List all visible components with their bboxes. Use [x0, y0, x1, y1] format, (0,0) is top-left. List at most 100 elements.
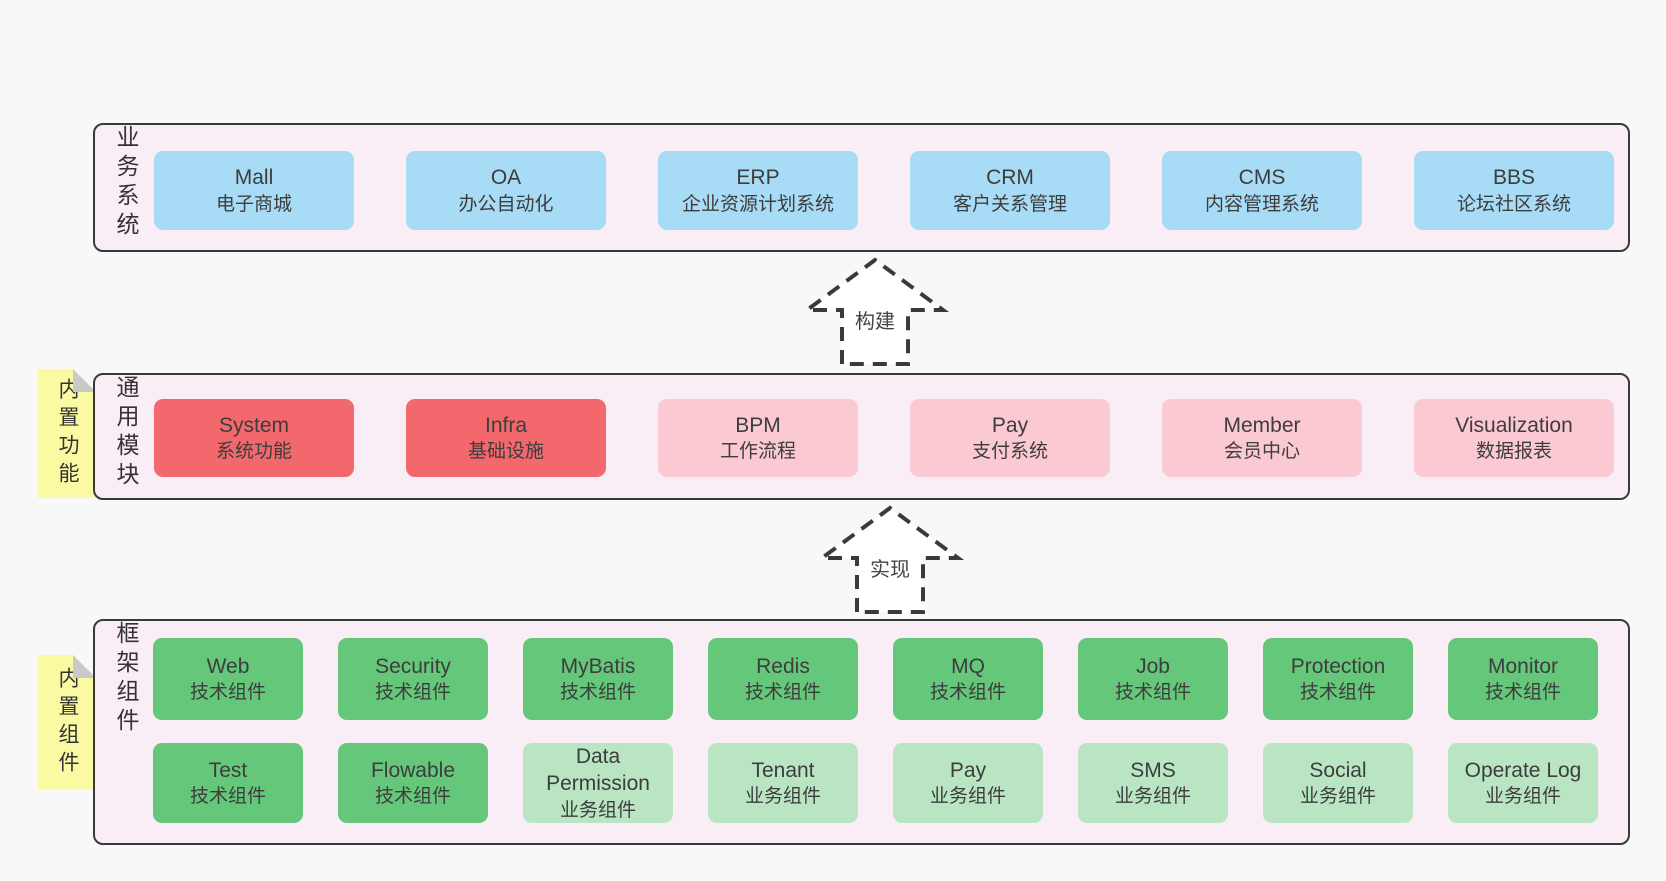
box-title: Job — [1136, 654, 1170, 678]
sticky-tab-label: 内置组件 — [56, 666, 79, 779]
box-subtitle: 业务组件 — [929, 786, 1006, 808]
box-title: Member — [1223, 413, 1301, 437]
sticky-tab-built-in-components: 内置组件 — [38, 655, 96, 790]
box-mq: MQ 技术组件 — [893, 638, 1043, 720]
box-title: Tenant — [751, 758, 815, 782]
box-title: SMS — [1130, 758, 1176, 782]
box-crm: CRM 客户关系管理 — [910, 151, 1110, 230]
layer-side-label: 通用模块 — [113, 375, 139, 491]
box-infra: Infra 基础设施 — [406, 399, 606, 477]
box-title: Protection — [1290, 654, 1386, 678]
box-title: ERP — [736, 166, 780, 190]
box-subtitle: 技术组件 — [744, 682, 821, 704]
box-subtitle: 系统功能 — [215, 441, 292, 463]
layer-framework-components: 框架组件 Web 技术组件 Security 技术组件 MyBatis 技术组件… — [93, 619, 1630, 845]
box-title: System — [218, 413, 289, 437]
box-subtitle: 技术组件 — [189, 786, 266, 808]
box-visualization: Visualization 数据报表 — [1414, 399, 1614, 477]
sticky-tab-built-in-features: 内置功能 — [38, 369, 96, 498]
components-box-row-2: Test 技术组件 Flowable 技术组件 Data Permission … — [153, 743, 1598, 823]
modules-box-row: System 系统功能 Infra 基础设施 BPM 工作流程 Pay 支付系统… — [154, 399, 1614, 477]
box-web: Web 技术组件 — [153, 638, 303, 720]
build-arrow: 构建 — [800, 252, 950, 370]
box-subtitle: 论坛社区系统 — [1456, 193, 1571, 215]
box-title: MyBatis — [560, 654, 636, 678]
box-title: Operate Log — [1464, 758, 1582, 782]
implement-arrow-label: 实现 — [867, 552, 913, 583]
box-title: Data Permission — [546, 744, 650, 796]
box-subtitle: 业务组件 — [744, 786, 821, 808]
box-title: Monitor — [1487, 654, 1559, 678]
box-subtitle: 技术组件 — [1299, 682, 1376, 704]
box-bpm: BPM 工作流程 — [658, 399, 858, 477]
box-security: Security 技术组件 — [338, 638, 488, 720]
box-subtitle: 企业资源计划系统 — [681, 193, 834, 215]
box-subtitle: 技术组件 — [374, 682, 451, 704]
layer-side-label: 业务系统 — [113, 125, 139, 241]
box-subtitle: 技术组件 — [189, 682, 266, 704]
box-subtitle: 技术组件 — [1114, 682, 1191, 704]
box-title: MQ — [951, 654, 985, 678]
box-subtitle: 客户关系管理 — [952, 193, 1067, 215]
layer-business-systems: 业务系统 Mall 电子商城 OA 办公自动化 ERP 企业资源计划系统 CRM… — [93, 123, 1630, 252]
components-box-row-1: Web 技术组件 Security 技术组件 MyBatis 技术组件 Redi… — [153, 638, 1598, 720]
box-title: BBS — [1492, 166, 1536, 190]
box-operate-log: Operate Log 业务组件 — [1448, 743, 1598, 823]
box-subtitle: 内容管理系统 — [1204, 193, 1319, 215]
box-mall: Mall 电子商城 — [154, 151, 354, 230]
box-job: Job 技术组件 — [1078, 638, 1228, 720]
build-arrow-label: 构建 — [852, 304, 898, 335]
box-title: Pay — [991, 413, 1029, 437]
box-title: BPM — [735, 413, 781, 437]
box-erp: ERP 企业资源计划系统 — [658, 151, 858, 230]
box-title: Flowable — [370, 758, 456, 782]
box-subtitle: 会员中心 — [1223, 441, 1300, 463]
box-protection: Protection 技术组件 — [1263, 638, 1413, 720]
box-cms: CMS 内容管理系统 — [1162, 151, 1362, 230]
box-title: Test — [208, 758, 248, 782]
box-title: Social — [1309, 758, 1367, 782]
box-mybatis: MyBatis 技术组件 — [523, 638, 673, 720]
box-flowable: Flowable 技术组件 — [338, 743, 488, 823]
box-title: CRM — [986, 166, 1034, 190]
box-member: Member 会员中心 — [1162, 399, 1362, 477]
box-data-permission: Data Permission 业务组件 — [523, 743, 673, 823]
box-title: Visualization — [1455, 413, 1573, 437]
box-title: Redis — [756, 654, 810, 678]
box-sms: SMS 业务组件 — [1078, 743, 1228, 823]
box-subtitle: 基础设施 — [467, 441, 544, 463]
sticky-tab-label: 内置功能 — [56, 377, 79, 490]
box-subtitle: 电子商城 — [215, 193, 292, 215]
box-pay-module: Pay 支付系统 — [910, 399, 1110, 477]
box-subtitle: 技术组件 — [559, 682, 636, 704]
implement-arrow: 实现 — [815, 500, 965, 618]
box-title: Mall — [234, 166, 274, 190]
box-subtitle: 技术组件 — [374, 786, 451, 808]
box-social: Social 业务组件 — [1263, 743, 1413, 823]
box-subtitle: 支付系统 — [971, 441, 1048, 463]
box-subtitle: 工作流程 — [719, 441, 796, 463]
box-subtitle: 技术组件 — [929, 682, 1006, 704]
box-title: Web — [206, 654, 250, 678]
business-box-row: Mall 电子商城 OA 办公自动化 ERP 企业资源计划系统 CRM 客户关系… — [154, 151, 1614, 230]
box-subtitle: 业务组件 — [559, 800, 636, 822]
box-test: Test 技术组件 — [153, 743, 303, 823]
box-subtitle: 业务组件 — [1299, 786, 1376, 808]
box-title: Pay — [949, 758, 987, 782]
box-title: OA — [490, 166, 522, 190]
box-system: System 系统功能 — [154, 399, 354, 477]
layer-common-modules: 通用模块 System 系统功能 Infra 基础设施 BPM 工作流程 Pay… — [93, 373, 1630, 500]
layer-side-label: 框架组件 — [113, 621, 139, 737]
box-subtitle: 业务组件 — [1484, 786, 1561, 808]
box-subtitle: 技术组件 — [1484, 682, 1561, 704]
box-title: Infra — [484, 413, 528, 437]
box-pay-component: Pay 业务组件 — [893, 743, 1043, 823]
box-oa: OA 办公自动化 — [406, 151, 606, 230]
box-tenant: Tenant 业务组件 — [708, 743, 858, 823]
box-subtitle: 数据报表 — [1475, 441, 1552, 463]
box-subtitle: 办公自动化 — [458, 193, 554, 215]
box-redis: Redis 技术组件 — [708, 638, 858, 720]
box-monitor: Monitor 技术组件 — [1448, 638, 1598, 720]
box-bbs: BBS 论坛社区系统 — [1414, 151, 1614, 230]
box-title: CMS — [1238, 166, 1286, 190]
